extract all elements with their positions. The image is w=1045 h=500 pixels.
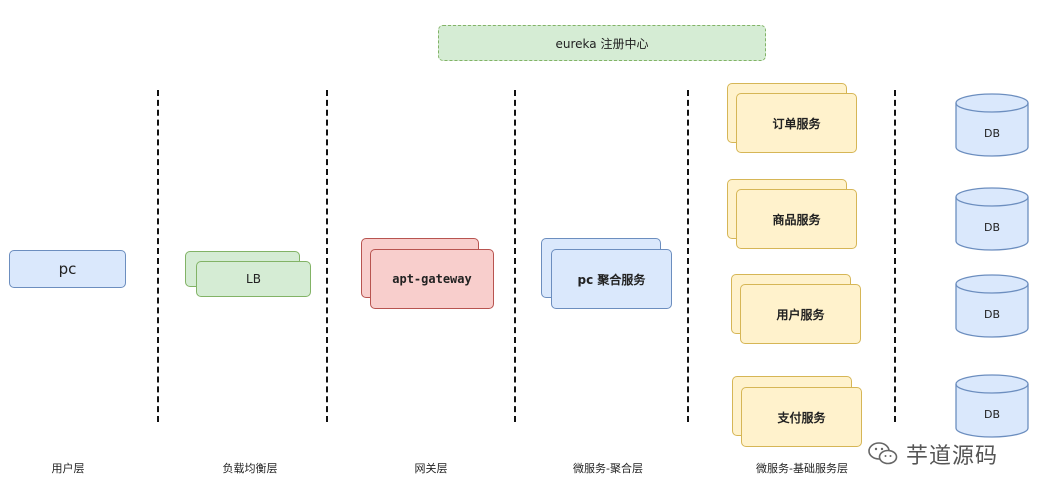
payment-service-label: 支付服务 xyxy=(777,410,826,425)
database-icon xyxy=(955,374,1029,438)
database-label: DB xyxy=(983,308,1001,321)
layer-label-gateway: 网关层 xyxy=(414,462,448,475)
user-service-label: 用户服务 xyxy=(776,307,825,322)
layer-divider xyxy=(326,90,328,422)
aggregation-node-label: pc 聚合服务 xyxy=(577,272,646,287)
layer-label-basic-services: 微服务-基础服务层 xyxy=(756,462,848,475)
layer-divider xyxy=(687,90,689,422)
eureka-registry-label: eureka 注册中心 xyxy=(555,36,649,51)
product-service-node: 商品服务 xyxy=(736,189,857,249)
layer-divider xyxy=(894,90,896,422)
payment-service-node: 支付服务 xyxy=(741,387,862,447)
watermark: 芋道源码 xyxy=(868,436,998,472)
watermark-text: 芋道源码 xyxy=(906,444,999,469)
database-icon xyxy=(955,187,1029,251)
pc-node: pc xyxy=(9,250,126,288)
database-cylinder: DB xyxy=(955,274,1029,338)
product-service-label: 商品服务 xyxy=(772,212,821,227)
database-label: DB xyxy=(983,221,1001,234)
lb-node: LB xyxy=(196,261,311,297)
pc-node-label: pc xyxy=(58,260,77,278)
gateway-node-label: apt-gateway xyxy=(392,272,472,286)
layer-divider xyxy=(157,90,159,422)
layer-label-user: 用户层 xyxy=(51,462,85,475)
user-service-node: 用户服务 xyxy=(740,284,861,344)
gateway-node: apt-gateway xyxy=(370,249,494,309)
database-icon xyxy=(955,93,1029,157)
wechat-icon xyxy=(868,442,898,465)
database-label: DB xyxy=(983,408,1001,421)
layer-label-aggregation: 微服务-聚合层 xyxy=(573,462,643,475)
database-cylinder: DB xyxy=(955,187,1029,251)
database-icon xyxy=(955,274,1029,338)
database-label: DB xyxy=(983,127,1001,140)
order-service-node: 订单服务 xyxy=(736,93,857,153)
database-cylinder: DB xyxy=(955,374,1029,438)
order-service-label: 订单服务 xyxy=(772,116,821,131)
lb-node-label: LB xyxy=(246,272,261,286)
aggregation-node: pc 聚合服务 xyxy=(551,249,672,309)
layer-label-load-balance: 负载均衡层 xyxy=(222,462,278,475)
database-cylinder: DB xyxy=(955,93,1029,157)
layer-divider xyxy=(514,90,516,422)
eureka-registry-box: eureka 注册中心 xyxy=(438,25,766,61)
